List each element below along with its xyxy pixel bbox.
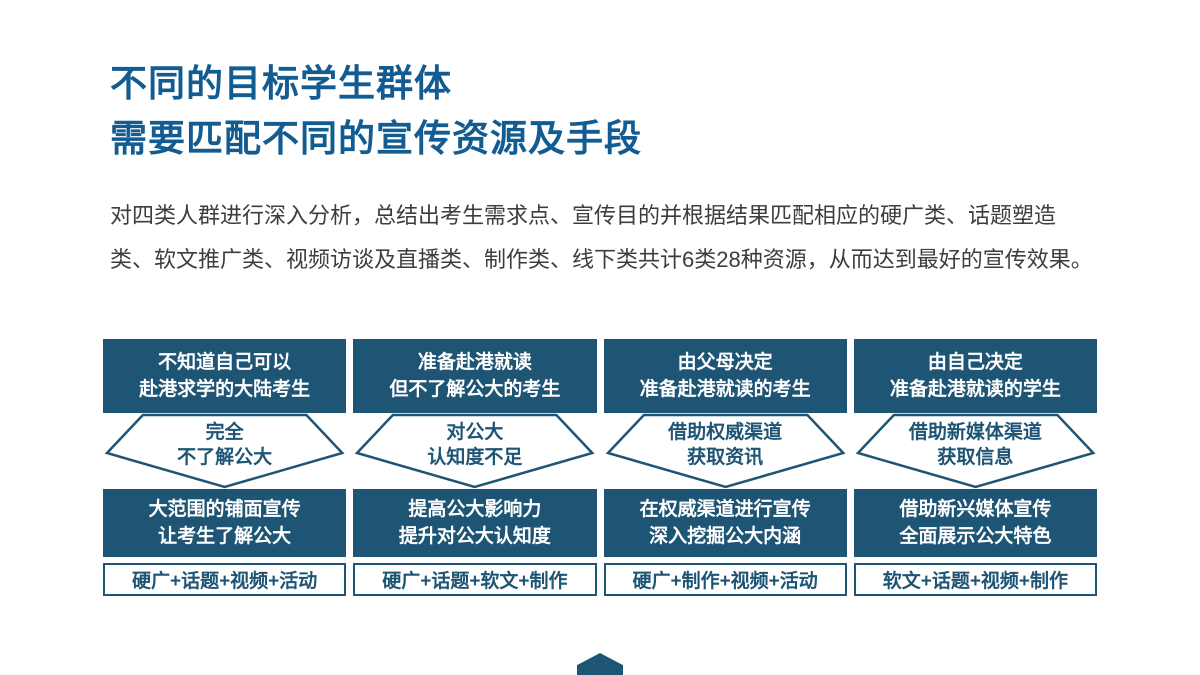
audience-box: 不知道自己可以 赴港求学的大陆考生 [103,339,347,413]
segment-column: 准备赴港就读 但不了解公大的考生 对公大 认知度不足 提高公大影响力 提升对公大… [353,339,597,596]
need-line-2: 不了解公大 [177,447,273,468]
segment-column: 由父母决定 准备赴港就读的考生 借助权威渠道 获取资讯 在权威渠道进行宣传 深入… [603,339,847,596]
audience-line-1: 准备赴港就读 [417,352,532,373]
down-arrow-icon [605,413,846,489]
need-text: 对公大 认知度不足 [353,420,596,470]
need-arrow: 完全 不了解公大 [103,413,346,489]
slide-title: 不同的目标学生群体 需要匹配不同的宣传资源及手段 [110,56,642,166]
need-line-2: 获取信息 [937,447,1014,468]
strategy-box: 提高公大影响力 提升对公大认知度 [353,489,597,557]
need-line-1: 借助权威渠道 [668,422,783,443]
strategy-line-1: 借助新兴媒体宣传 [899,499,1052,520]
bottom-tab-decoration [577,653,623,675]
segment-column: 由自己决定 准备赴港就读的学生 借助新媒体渠道 获取信息 借助新兴媒体宣传 全面… [853,339,1097,596]
title-line-2: 需要匹配不同的宣传资源及手段 [110,118,642,159]
audience-line-1: 由自己决定 [927,352,1023,373]
need-line-1: 对公大 [446,422,504,443]
down-arrow-icon [354,413,595,489]
title-line-1: 不同的目标学生群体 [110,63,452,104]
need-text: 借助权威渠道 获取资讯 [604,420,847,470]
strategy-line-2: 让考生了解公大 [158,526,292,547]
strategy-line-2: 全面展示公大特色 [899,526,1052,547]
need-line-2: 认知度不足 [427,447,523,468]
strategy-line-1: 大范围的铺面宣传 [148,499,301,520]
resources-box: 硬广+话题+软文+制作 [353,563,597,596]
strategy-box: 大范围的铺面宣传 让考生了解公大 [103,489,347,557]
strategy-line-2: 提升对公大认知度 [398,526,551,547]
strategy-box: 借助新兴媒体宣传 全面展示公大特色 [853,489,1097,557]
resources-box: 硬广+制作+视频+活动 [603,563,847,596]
down-arrow-icon [855,413,1096,489]
resources-text: 硬广+话题+软文+制作 [382,571,568,592]
need-line-2: 获取资讯 [687,447,764,468]
need-line-1: 借助新媒体渠道 [908,422,1042,443]
need-text: 借助新媒体渠道 获取信息 [854,420,1097,470]
audience-box: 由自己决定 准备赴港就读的学生 [853,339,1097,413]
down-arrow-icon [104,413,345,489]
strategy-line-1: 提高公大影响力 [408,499,542,520]
segments-grid: 不知道自己可以 赴港求学的大陆考生 完全 不了解公大 大范围的铺面宣传 让考生了… [103,339,1097,596]
strategy-line-2: 深入挖掘公大内涵 [649,526,802,547]
resources-box: 软文+话题+视频+制作 [853,563,1097,596]
audience-line-2: 但不了解公大的考生 [389,379,561,400]
audience-line-2: 准备赴港就读的考生 [639,379,811,400]
audience-line-2: 准备赴港就读的学生 [889,379,1061,400]
resources-text: 硬广+话题+视频+活动 [131,571,318,592]
resources-text: 软文+话题+视频+制作 [882,571,1069,592]
strategy-box: 在权威渠道进行宣传 深入挖掘公大内涵 [603,489,847,557]
need-arrow: 对公大 认知度不足 [353,413,596,489]
need-line-1: 完全 [205,422,244,443]
audience-line-1: 由父母决定 [677,352,773,373]
audience-line-2: 赴港求学的大陆考生 [139,379,311,400]
audience-box: 由父母决定 准备赴港就读的考生 [603,339,847,413]
resources-box: 硬广+话题+视频+活动 [103,563,347,596]
intro-paragraph: 对四类人群进行深入分析，总结出考生需求点、宣传目的并根据结果匹配相应的硬广类、话… [110,203,1093,272]
need-arrow: 借助新媒体渠道 获取信息 [854,413,1097,489]
need-text: 完全 不了解公大 [103,420,346,470]
resources-text: 硬广+制作+视频+活动 [632,571,818,592]
need-arrow: 借助权威渠道 获取资讯 [604,413,847,489]
audience-box: 准备赴港就读 但不了解公大的考生 [353,339,597,413]
strategy-line-1: 在权威渠道进行宣传 [639,499,811,520]
audience-line-1: 不知道自己可以 [158,352,292,373]
segment-column: 不知道自己可以 赴港求学的大陆考生 完全 不了解公大 大范围的铺面宣传 让考生了… [103,339,347,596]
